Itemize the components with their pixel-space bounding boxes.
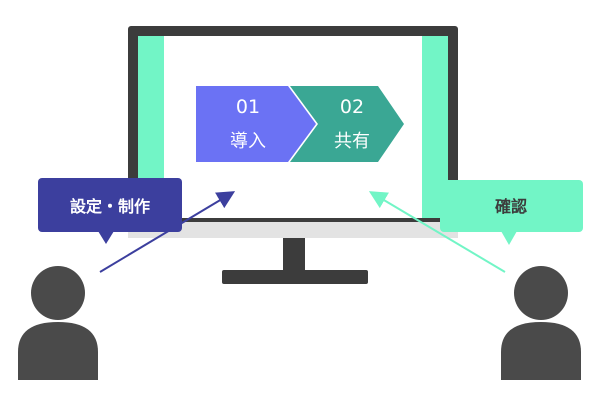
step-01-number: 01: [236, 96, 260, 118]
bubble-left-box: [38, 178, 182, 232]
monitor-neck: [283, 238, 305, 272]
step-02-label: 共有: [334, 131, 370, 152]
step-02-number: 02: [340, 96, 364, 118]
step-02: 02 共有: [290, 86, 404, 162]
person-right-head: [514, 266, 568, 320]
bubble-right-text: 確認: [495, 197, 527, 216]
person-left-head: [31, 266, 85, 320]
bubble-right-box: [440, 180, 583, 232]
person-left-body: [18, 322, 98, 380]
bubble-right: 確認: [440, 180, 583, 245]
bubble-left-tail: [98, 231, 114, 244]
person-right-icon: [501, 266, 581, 380]
step-01: 01 導入: [196, 86, 316, 162]
step-02-shape: [290, 86, 404, 162]
person-left-icon: [18, 266, 98, 380]
arrow-left-to-screen: [99, 191, 236, 273]
bubble-left: 設定・制作: [38, 178, 182, 244]
monitor: [128, 26, 458, 284]
bubble-right-tail: [501, 231, 517, 245]
bubble-left-text: 設定・制作: [70, 197, 150, 216]
step-01-shape: [196, 86, 316, 162]
monitor-base: [222, 270, 368, 284]
step-01-label: 導入: [230, 131, 266, 152]
arrow-right-to-screen: [368, 191, 506, 273]
person-right-body: [501, 322, 581, 380]
monitor-chin: [128, 222, 458, 238]
